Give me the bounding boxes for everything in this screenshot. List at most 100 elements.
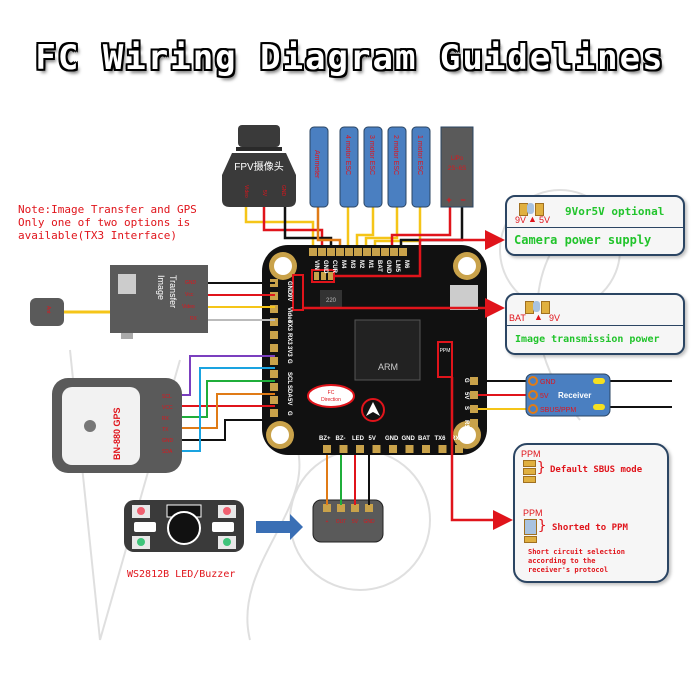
fc-bottom-5-pad bbox=[405, 445, 414, 453]
fc-inductor: 220 bbox=[326, 298, 337, 304]
fc-bottom-1-pad bbox=[339, 445, 348, 453]
page-title: FC Wiring Diagram Guidelines bbox=[35, 38, 665, 78]
fc-bottom-3-label: 5V bbox=[369, 436, 376, 442]
svg-text:RX: RX bbox=[190, 316, 198, 322]
fc-left-3-pad bbox=[270, 318, 278, 326]
fc-top-10-pad bbox=[399, 248, 407, 256]
fc-left-2-pad bbox=[270, 305, 278, 313]
esc-2: 2 motor ESC bbox=[387, 126, 407, 208]
fc-left-10-pad bbox=[270, 409, 278, 417]
image-power-box: BAT ▲ 9V Image transmission power bbox=[505, 293, 685, 355]
fc-left-6-label: G bbox=[286, 359, 292, 364]
fc-right-2-label: S bbox=[463, 406, 469, 410]
svg-text:Ant: Ant bbox=[45, 306, 51, 314]
ppm-default-label: PPM bbox=[521, 449, 541, 459]
fc-top-2-pad bbox=[327, 248, 335, 256]
image-transfer-wires bbox=[208, 282, 275, 321]
gps-wires bbox=[182, 355, 275, 452]
fc-top-3-label: M4 bbox=[340, 260, 346, 269]
led-connector: + OUT 5V GND bbox=[312, 499, 384, 543]
camera-pin-5v: 5V bbox=[261, 190, 267, 197]
fc-bottom-6-pad bbox=[422, 445, 430, 453]
fpv-camera: FPV摄像头 Video 5V GND bbox=[222, 125, 296, 207]
svg-text:4 motor ESC: 4 motor ESC bbox=[344, 135, 351, 175]
fc-top-8-pad bbox=[381, 248, 389, 256]
ppm-shorted-text: Shorted to PPM bbox=[552, 523, 628, 533]
ppm-box: PPM } Default SBUS mode PPM } Shorted to… bbox=[513, 443, 669, 583]
fc-top-4-pad bbox=[345, 248, 353, 256]
svg-text:GND: GND bbox=[185, 280, 197, 286]
svg-text:1 motor ESC: 1 motor ESC bbox=[416, 135, 423, 175]
receiver: GND 5V SBUS/PPM Receiver bbox=[525, 373, 611, 417]
fc-bottom-1-label: BZ- bbox=[336, 436, 346, 442]
fc-right-3-label: RSI bbox=[463, 420, 469, 430]
lipo-battery: LiPo 2S~6S + − bbox=[440, 126, 474, 208]
antenna bbox=[30, 298, 64, 326]
svg-text:3 motor ESC: 3 motor ESC bbox=[368, 135, 375, 175]
image-selector-9v-label: 9V bbox=[549, 313, 561, 323]
fc-right-0-pad bbox=[470, 377, 478, 385]
fc-left-1-label: 9V bbox=[286, 294, 292, 301]
fc-direction-line2: Direction bbox=[321, 397, 341, 403]
fc-left-0-label: GND bbox=[286, 281, 292, 295]
svg-text:5V: 5V bbox=[352, 519, 359, 525]
fc-left-7-label: SCL bbox=[286, 372, 292, 384]
fc-bottom-8-label: RX6 bbox=[451, 436, 463, 442]
fc-top-0-pad bbox=[309, 248, 317, 256]
fc-left-8-label: SDA bbox=[286, 385, 292, 398]
fc-top-5-label: M2 bbox=[358, 260, 364, 269]
ammeter: Ammeter bbox=[309, 126, 329, 208]
esc-3: 3 motor ESC bbox=[363, 126, 383, 208]
fc-top-7-label: BAT bbox=[376, 260, 382, 272]
selector-arrow-icon: ▲ bbox=[534, 312, 543, 322]
callout-arrows bbox=[303, 230, 513, 530]
svg-text:2S~6S: 2S~6S bbox=[448, 166, 466, 172]
fc-top-7-pad bbox=[372, 248, 380, 256]
camera-label: FPV摄像头 bbox=[234, 160, 283, 173]
fc-top-10-label: M6 bbox=[403, 260, 409, 269]
fc-bottom-2-label: LED bbox=[352, 436, 365, 442]
fc-bottom-3-pad bbox=[372, 445, 381, 453]
fc-right-1-pad bbox=[470, 391, 478, 399]
fc-bottom-4-label: GND bbox=[385, 436, 399, 442]
svg-text:+: + bbox=[446, 195, 451, 205]
svg-text:Video: Video bbox=[182, 304, 195, 310]
camera-power-option-text: 9Vor5V optional bbox=[565, 205, 665, 218]
svg-text:LiPo: LiPo bbox=[451, 156, 464, 162]
fc-bottom-0-pad bbox=[323, 445, 331, 453]
fc-top-2-label: CUR bbox=[331, 260, 337, 274]
top-wires bbox=[244, 205, 464, 248]
svg-text:GND: GND bbox=[162, 438, 174, 444]
fc-right-1-label: 5V bbox=[463, 392, 469, 399]
fc-top-9-pad bbox=[390, 248, 398, 256]
camera-pin-video: Video bbox=[243, 185, 249, 198]
led-wires bbox=[326, 455, 370, 505]
camera-pin-gnd: GND bbox=[280, 185, 286, 197]
fc-left-6-pad bbox=[270, 357, 278, 365]
fc-bottom-7-pad bbox=[438, 445, 447, 453]
fc-left-5-label: 3V3 bbox=[286, 346, 292, 357]
svg-text:5V: 5V bbox=[540, 393, 549, 400]
flight-controller: ARM 220 PPM FC Direction bbox=[262, 245, 487, 455]
camera-power-description: Camera power supply bbox=[514, 233, 652, 247]
fc-bottom-5-label: GND bbox=[402, 436, 416, 442]
ppm-footnote: Short circuit selection according to the… bbox=[528, 548, 625, 574]
fc-top-1-pad bbox=[318, 248, 326, 256]
svg-text:SDA: SDA bbox=[162, 449, 173, 455]
receiver-wires bbox=[478, 380, 672, 410]
led-buzzer-caption: WS2812B LED/Buzzer bbox=[127, 569, 236, 580]
fc-right-3-pad bbox=[470, 419, 478, 427]
fc-right-0-label: G bbox=[463, 378, 469, 383]
camera-power-box: 9V ▲ 5V 9Vor5V optional Camera power sup… bbox=[505, 195, 685, 256]
svg-text:+: + bbox=[326, 519, 329, 525]
svg-text:SBUS/PPM: SBUS/PPM bbox=[540, 407, 576, 414]
led-buzzer-module bbox=[124, 500, 303, 552]
fc-left-9-label: 5V bbox=[286, 398, 292, 405]
camera-selector-5v-label: 5V bbox=[539, 215, 551, 225]
svg-text:RX: RX bbox=[162, 416, 170, 422]
fc-bottom-2-pad bbox=[356, 445, 364, 453]
image-selector-bat-label: BAT bbox=[509, 313, 526, 323]
fc-top-3-pad bbox=[336, 248, 344, 256]
